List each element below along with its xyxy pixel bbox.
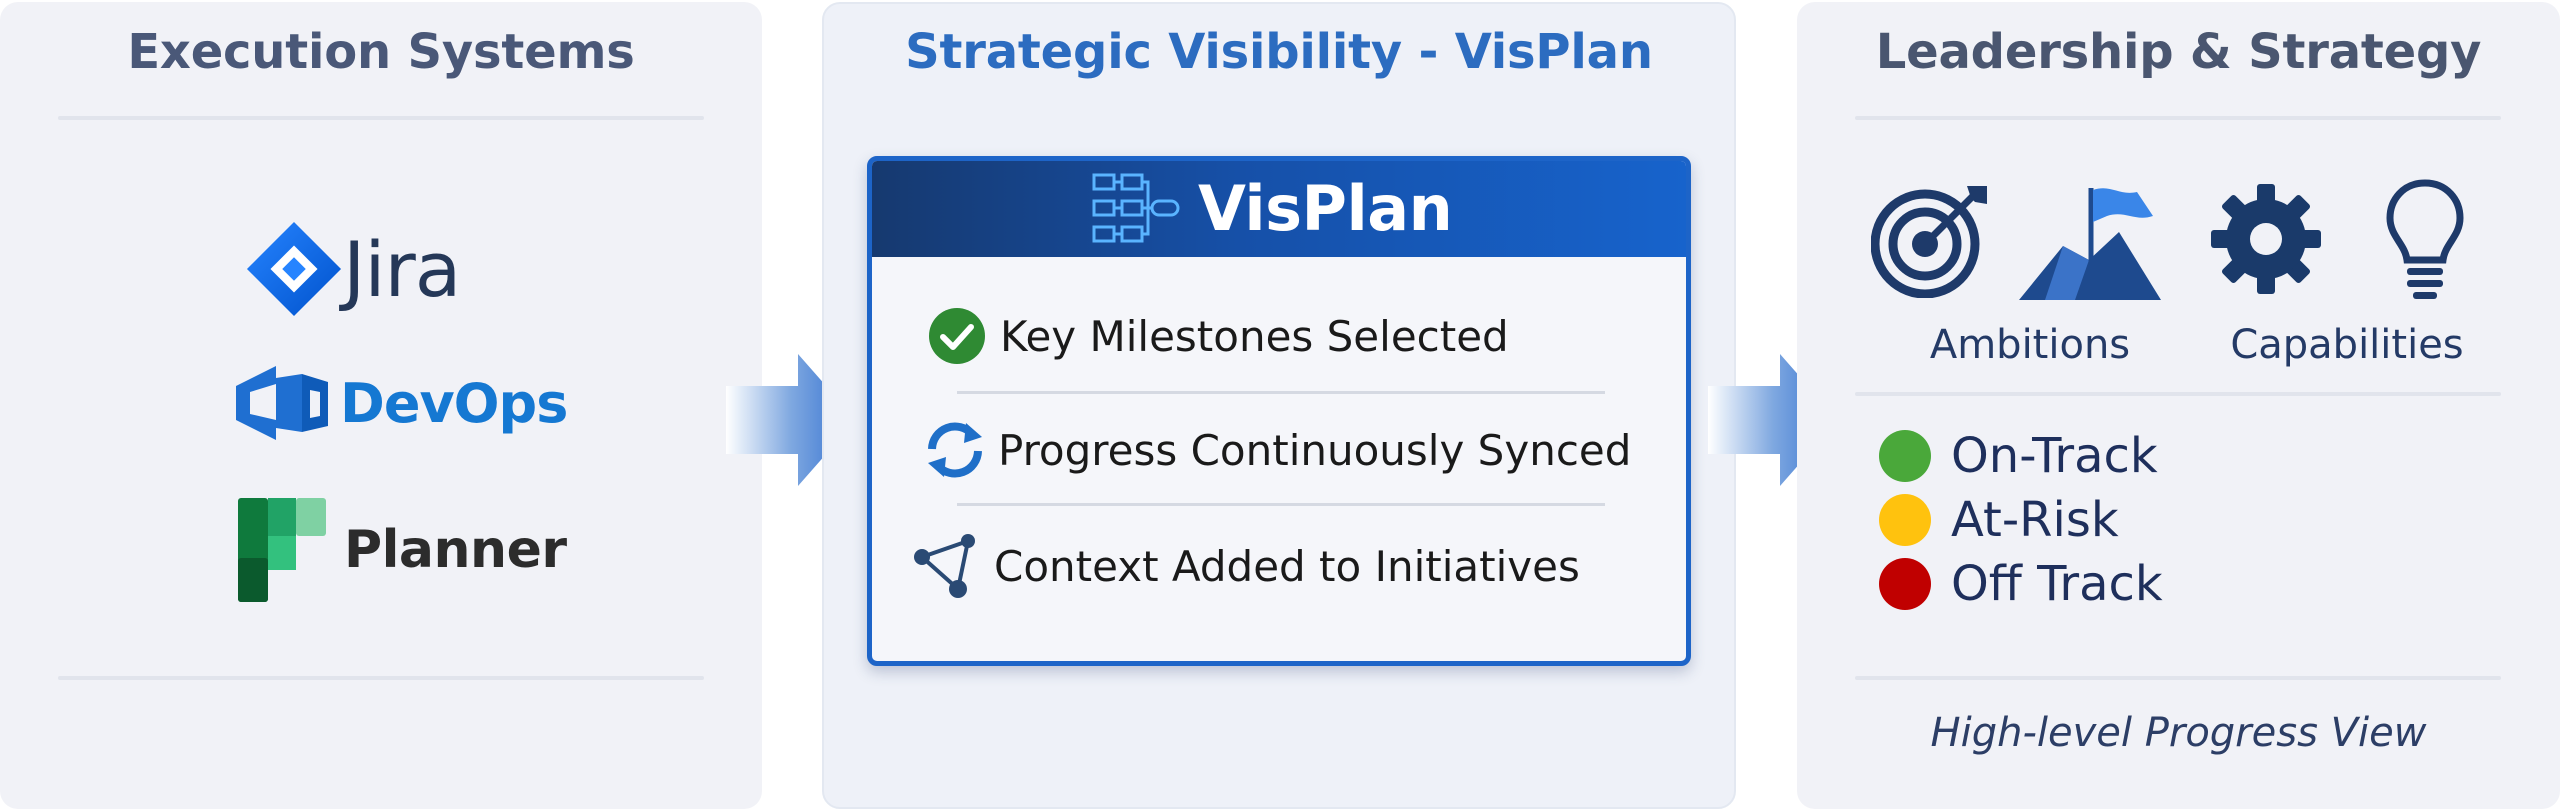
- execution-systems-panel: Execution Systems Jira DevOps: [0, 2, 762, 809]
- strategic-visibility-panel: Strategic Visibility - VisPlan: [822, 2, 1736, 809]
- jira-icon: [246, 221, 342, 317]
- at-risk-label: At-Risk: [1951, 492, 2119, 548]
- yellow-status-dot: [1879, 494, 1931, 546]
- planner-logo: Planner: [238, 498, 567, 602]
- on-track-label: On-Track: [1951, 428, 2158, 484]
- azure-devops-icon: [236, 366, 328, 440]
- visplan-logo-icon: [1092, 173, 1180, 243]
- red-status-dot: [1879, 558, 1931, 610]
- progress-item: Progress Continuously Synced: [922, 419, 1631, 481]
- progress-view-caption: High-level Progress View: [1930, 710, 2427, 756]
- context-text: Context Added to Initiatives: [994, 541, 1580, 591]
- planner-icon: [238, 498, 326, 602]
- milestones-item: Key Milestones Selected: [928, 307, 1509, 365]
- visplan-brand: VisPlan: [1092, 171, 1453, 245]
- execution-systems-title: Execution Systems: [127, 24, 635, 80]
- top-divider: [58, 116, 704, 120]
- devops-label: DevOps: [340, 371, 568, 435]
- flag-mountain-icon: [2019, 188, 2161, 300]
- milestones-text: Key Milestones Selected: [1000, 311, 1509, 361]
- capabilities-label: Capabilities: [2230, 322, 2464, 368]
- status-on-track: On-Track: [1879, 428, 2158, 484]
- lightbulb-icon: [2386, 179, 2464, 299]
- visplan-brand-label: VisPlan: [1198, 171, 1453, 245]
- ambitions-label: Ambitions: [1929, 322, 2131, 368]
- off-track-label: Off Track: [1951, 556, 2163, 612]
- devops-logo: DevOps: [232, 360, 568, 446]
- green-status-dot: [1879, 430, 1931, 482]
- gear-icon: [2211, 184, 2321, 294]
- card-divider: [957, 503, 1605, 506]
- jira-label: Jira: [343, 224, 461, 314]
- bottom-divider: [1855, 676, 2501, 680]
- status-at-risk: At-Risk: [1879, 492, 2119, 548]
- planner-label: Planner: [344, 520, 567, 580]
- network-icon: [914, 534, 975, 598]
- progress-text: Progress Continuously Synced: [998, 425, 1632, 475]
- leadership-strategy-panel: Leadership & Strategy: [1797, 2, 2560, 809]
- strategic-visibility-title: Strategic Visibility - VisPlan: [905, 24, 1653, 80]
- visplan-card: VisPlan Key Milestones Selected Progress…: [867, 156, 1691, 666]
- status-off-track: Off Track: [1879, 556, 2163, 612]
- sync-icon: [928, 422, 982, 478]
- check-circle-icon: [929, 308, 985, 364]
- leadership-strategy-title: Leadership & Strategy: [1875, 24, 2482, 80]
- jira-logo: Jira: [245, 220, 461, 318]
- middle-divider: [1855, 392, 2501, 396]
- card-divider: [957, 391, 1605, 394]
- visplan-header: VisPlan: [872, 161, 1686, 257]
- context-item: Context Added to Initiatives: [912, 533, 1580, 599]
- target-icon: [1871, 186, 1987, 298]
- top-divider: [1855, 116, 2501, 120]
- bottom-divider: [58, 676, 704, 680]
